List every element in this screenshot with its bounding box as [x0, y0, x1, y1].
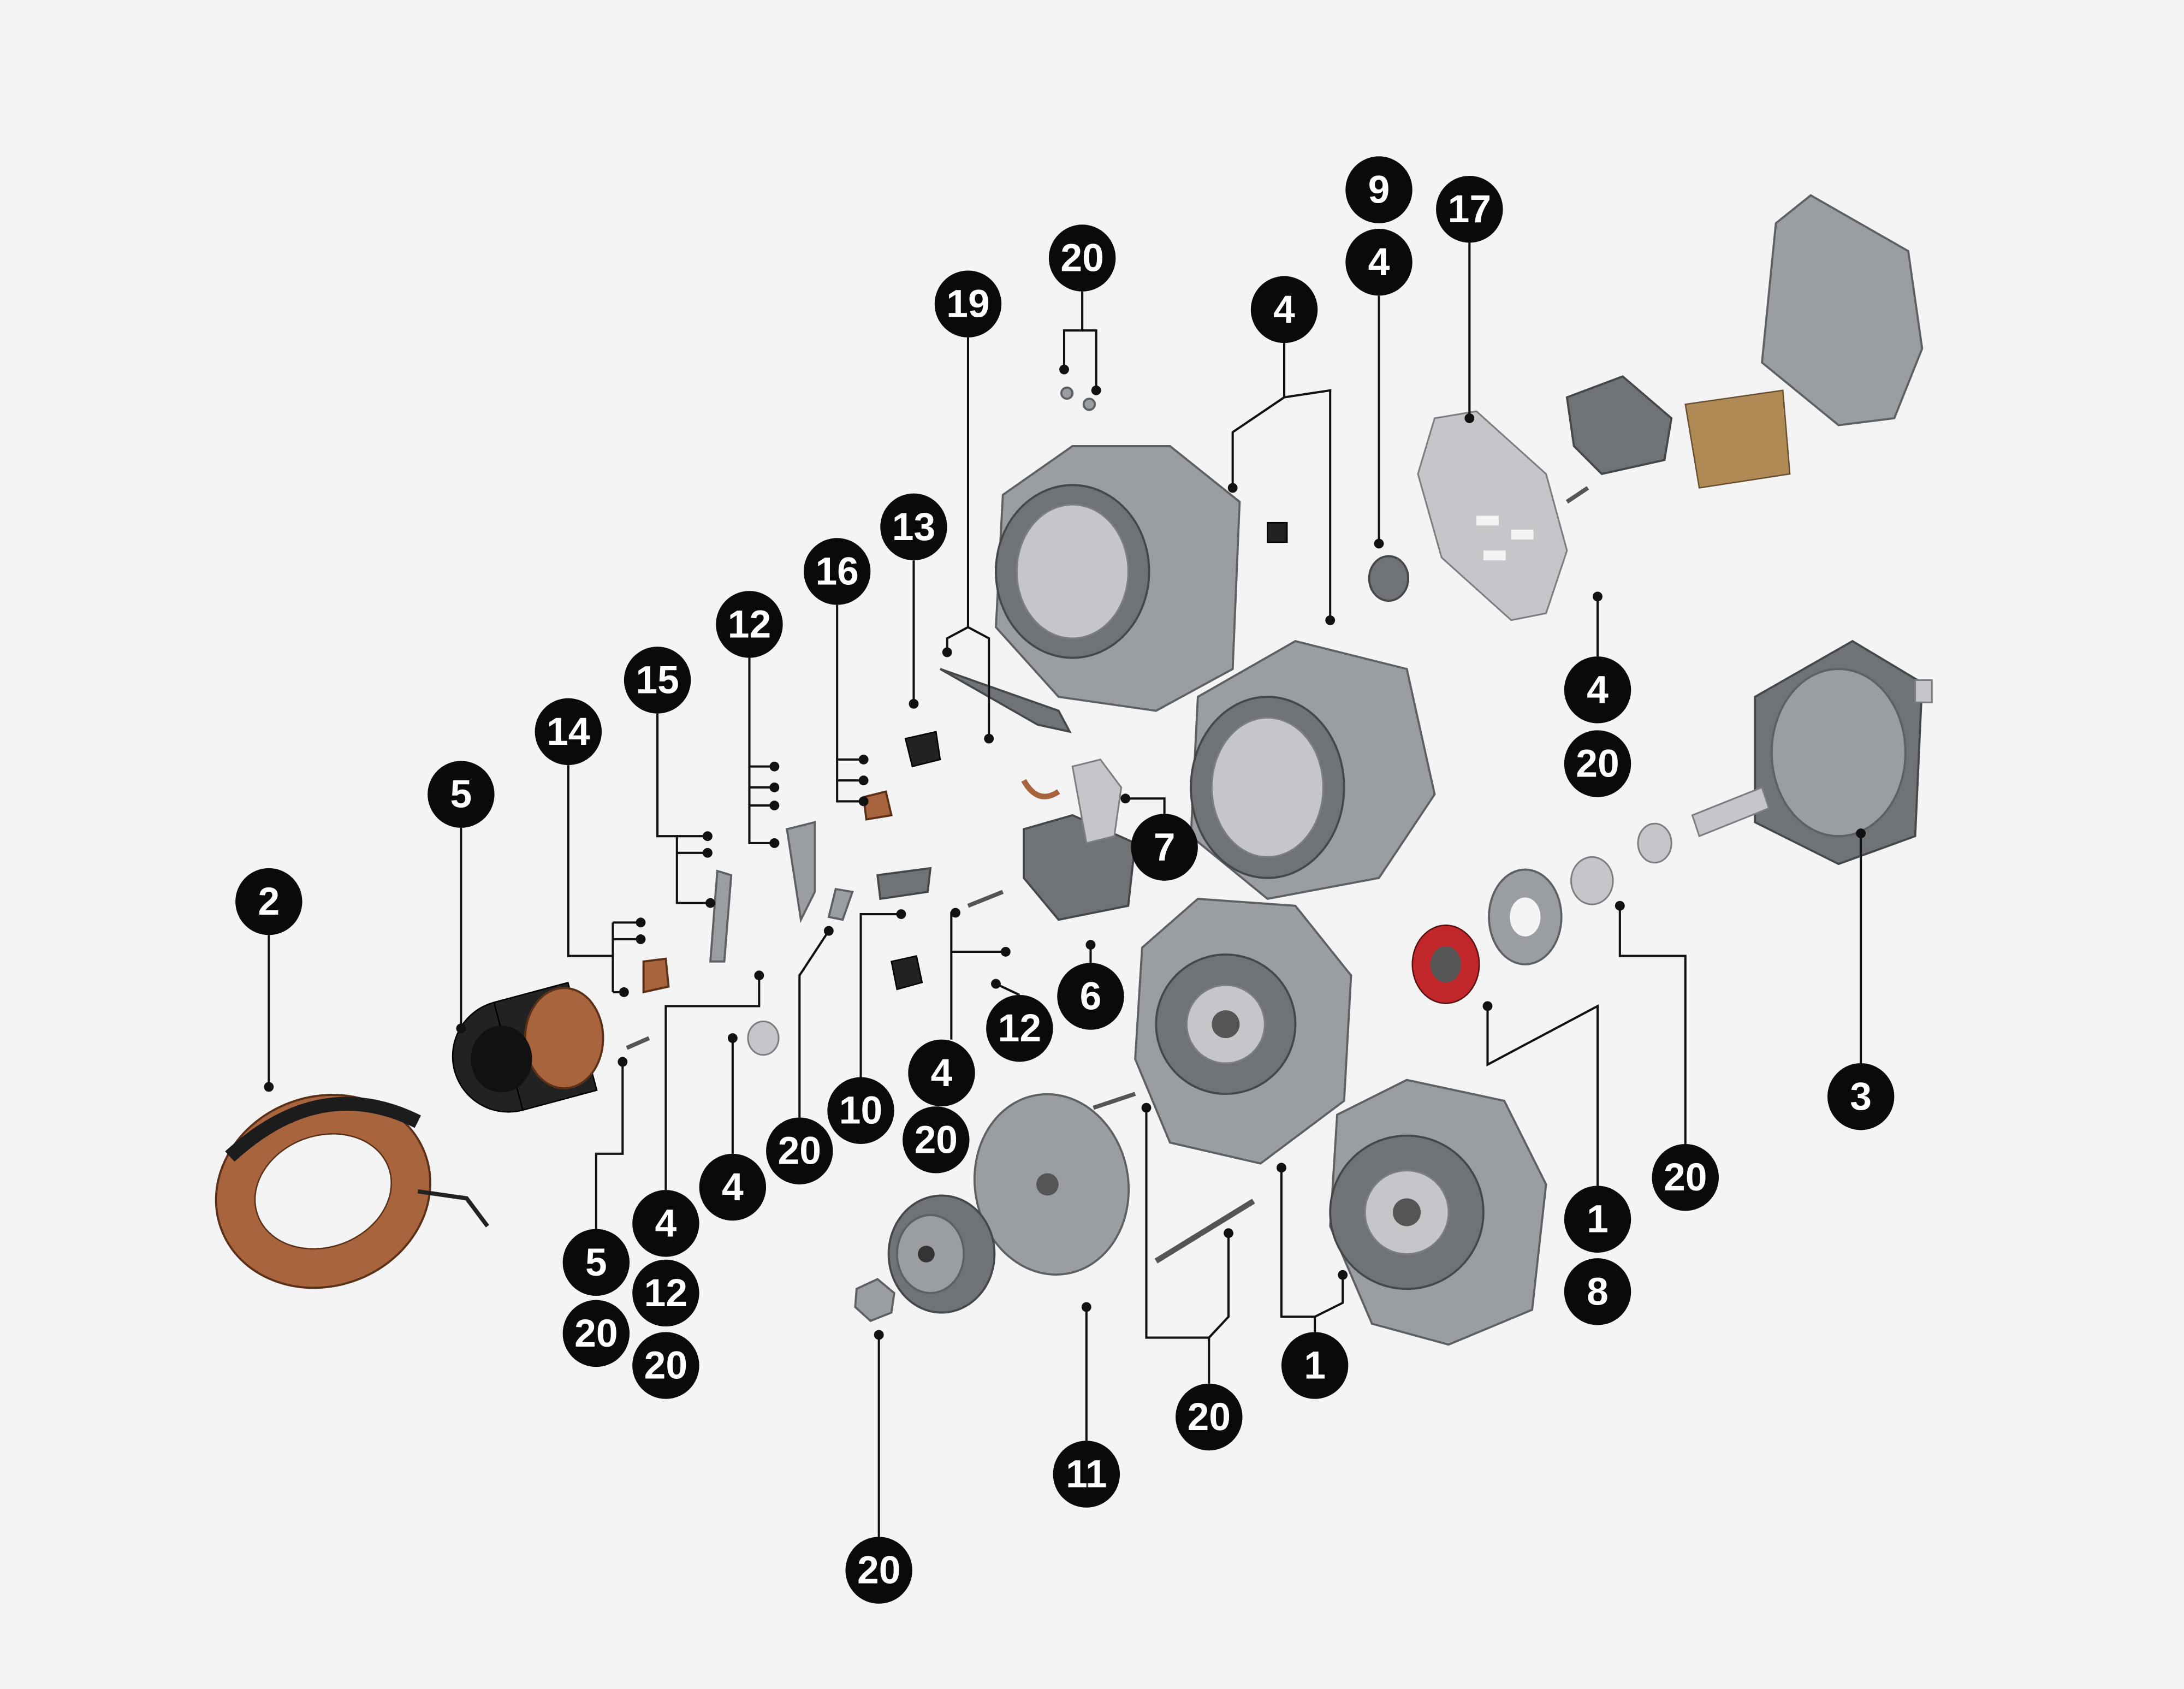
svg-text:15: 15: [636, 658, 679, 702]
callout-19: 19: [934, 270, 1002, 337]
svg-text:19: 19: [946, 282, 989, 326]
callout-2: 2: [235, 868, 302, 935]
svg-text:4: 4: [655, 1201, 677, 1245]
svg-text:12: 12: [998, 1006, 1041, 1050]
svg-text:14: 14: [547, 710, 590, 754]
svg-text:16: 16: [815, 550, 858, 594]
rotor: [1691, 639, 1933, 866]
svg-text:7: 7: [1154, 826, 1176, 869]
callout-9: 9: [1345, 156, 1413, 223]
svg-text:1: 1: [1304, 1344, 1326, 1388]
callout-20: 20: [1048, 224, 1116, 292]
bolts: [626, 386, 1589, 1264]
intermediate-housing: [1190, 640, 1436, 900]
callout-11: 11: [1053, 1441, 1120, 1508]
svg-text:9: 9: [1368, 168, 1390, 212]
stator: [215, 1094, 489, 1289]
svg-text:20: 20: [1664, 1155, 1707, 1199]
svg-text:20: 20: [1188, 1395, 1231, 1439]
callout-4: 4: [908, 1039, 975, 1107]
svg-text:11: 11: [1066, 1453, 1107, 1496]
callout-15: 15: [624, 647, 691, 714]
callout-16: 16: [803, 538, 871, 605]
callout-13: 13: [880, 493, 947, 561]
callout-20: 20: [766, 1117, 833, 1184]
callout-20: 20: [1652, 1143, 1719, 1211]
callout-4: 4: [632, 1190, 699, 1257]
regulator: [1021, 758, 1137, 921]
callout-20: 20: [845, 1537, 912, 1604]
callout-20: 20: [1176, 1383, 1243, 1451]
callout-12: 12: [632, 1259, 699, 1327]
svg-text:5: 5: [450, 773, 472, 816]
svg-text:20: 20: [644, 1344, 687, 1388]
svg-text:20: 20: [574, 1312, 618, 1355]
callout-4: 4: [1345, 228, 1413, 296]
callout-4: 4: [1250, 276, 1318, 343]
callout-1: 1: [1564, 1186, 1631, 1253]
svg-text:12: 12: [644, 1271, 687, 1315]
svg-text:4: 4: [1273, 288, 1295, 331]
pulley-nut: [854, 1278, 895, 1323]
callout-10: 10: [827, 1077, 894, 1144]
svg-text:20: 20: [778, 1129, 821, 1173]
callout-6: 6: [1057, 963, 1124, 1030]
pulley: [887, 1194, 996, 1314]
callout-4: 4: [699, 1153, 767, 1221]
svg-text:4: 4: [1368, 240, 1390, 284]
callout-14: 14: [535, 698, 602, 766]
svg-text:17: 17: [1448, 187, 1491, 231]
callout-20: 20: [562, 1300, 630, 1367]
callout-20: 20: [632, 1332, 699, 1399]
svg-text:20: 20: [1576, 742, 1619, 786]
callout-4: 4: [1564, 656, 1631, 724]
callout-12: 12: [986, 995, 1053, 1062]
callout-17: 17: [1436, 176, 1503, 243]
svg-text:10: 10: [839, 1089, 882, 1133]
rear-cover: [1761, 194, 1924, 426]
rear-housing: [995, 445, 1288, 712]
callout-20: 20: [1564, 730, 1631, 797]
cover-plate: [1417, 410, 1568, 621]
fan: [973, 1093, 1130, 1276]
svg-text:2: 2: [258, 880, 280, 923]
callout-1: 1: [1281, 1332, 1349, 1399]
svg-text:4: 4: [1587, 668, 1609, 712]
callout-3: 3: [1827, 1063, 1895, 1130]
svg-text:8: 8: [1587, 1270, 1609, 1313]
callout-7: 7: [1131, 814, 1198, 881]
svg-text:13: 13: [892, 505, 935, 549]
svg-text:5: 5: [585, 1241, 607, 1284]
drive-end-housing-inner: [1134, 898, 1352, 1165]
drive-end-housing: [1329, 1078, 1547, 1346]
svg-text:12: 12: [728, 602, 771, 646]
svg-text:1: 1: [1587, 1198, 1609, 1241]
svg-text:20: 20: [915, 1118, 958, 1161]
svg-text:4: 4: [931, 1051, 953, 1095]
callout-5: 5: [428, 761, 495, 828]
rectifier: [1565, 375, 1791, 489]
brush-assembly: [642, 668, 1072, 994]
callout-8: 8: [1564, 1258, 1631, 1325]
callout-5: 5: [562, 1229, 630, 1296]
callout-12: 12: [716, 591, 783, 658]
svg-text:3: 3: [1850, 1075, 1872, 1118]
slip-ring-sleeve: [452, 981, 604, 1113]
svg-text:4: 4: [722, 1165, 744, 1209]
leader-lines: [264, 242, 1866, 1537]
svg-text:20: 20: [857, 1549, 900, 1592]
callout-20: 20: [903, 1106, 970, 1174]
svg-text:6: 6: [1080, 975, 1102, 1018]
svg-text:20: 20: [1060, 236, 1103, 280]
bearings: [747, 555, 1672, 1056]
